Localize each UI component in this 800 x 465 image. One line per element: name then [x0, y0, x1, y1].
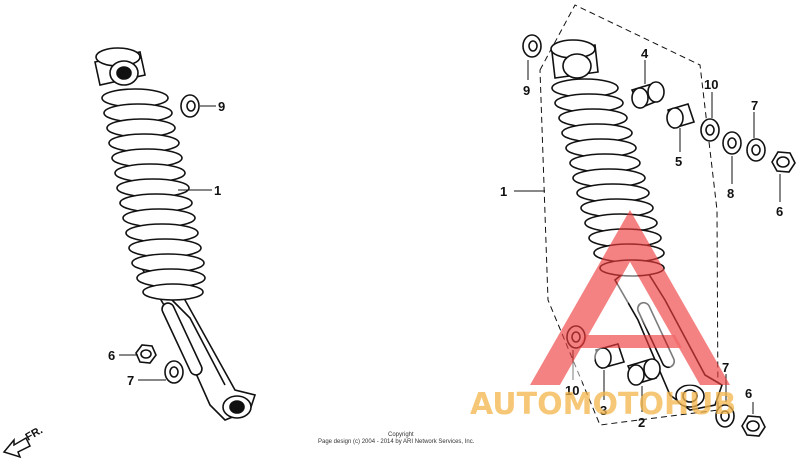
callout-left-washer-7: 7 — [127, 373, 134, 388]
right-nut-6-top[interactable] — [771, 151, 796, 173]
front-direction-label: FR. — [24, 424, 45, 443]
right-bushing-2[interactable] — [626, 358, 661, 386]
watermark-text: AUTOMOTOHUB — [470, 387, 736, 422]
callout-right-washer-10-top: 10 — [704, 77, 718, 92]
left-nut-6[interactable] — [135, 344, 157, 364]
copyright-line-1: Copyright — [388, 432, 414, 438]
left-shock-absorber[interactable] — [94, 47, 257, 421]
right-collar-5[interactable] — [666, 103, 696, 129]
right-washer-7-bottom[interactable] — [715, 404, 735, 428]
copyright-line-2: Page design (c) 2004 - 2014 by ARI Netwo… — [318, 439, 475, 445]
right-washer-7-top[interactable] — [746, 138, 766, 162]
callout-right-collar-3: 3 — [600, 403, 607, 418]
left-washer-9[interactable] — [180, 94, 200, 118]
callout-left-nut-6: 6 — [108, 348, 115, 363]
callout-right-collar-5: 5 — [675, 154, 682, 169]
callout-right-nut-6-top: 6 — [776, 204, 783, 219]
callout-right-washer-7-bottom: 7 — [722, 360, 729, 375]
right-bushing-4[interactable] — [630, 81, 665, 110]
right-washer-9[interactable] — [522, 34, 542, 58]
callout-left-washer-9: 9 — [218, 99, 225, 114]
callout-right-washer-10-bottom: 10 — [565, 383, 579, 398]
callout-right-nut-6-bottom: 6 — [745, 386, 752, 401]
callout-right-bushing-2: 2 — [638, 415, 645, 430]
front-direction-arrow-icon — [2, 436, 32, 459]
right-nut-6-bottom[interactable] — [741, 415, 766, 437]
right-washer-8[interactable] — [722, 131, 742, 155]
callout-right-bushing-4: 4 — [641, 46, 649, 61]
callout-right-washer-7-top: 7 — [751, 98, 758, 113]
callout-right-shock: 1 — [500, 184, 507, 199]
left-leader-lines — [119, 105, 216, 381]
right-washer-10-top[interactable] — [700, 118, 720, 142]
assembly-outline — [539, 4, 719, 426]
callout-left-shock: 1 — [214, 183, 221, 198]
callout-right-washer-8: 8 — [727, 186, 734, 201]
left-washer-7[interactable] — [164, 360, 184, 384]
callout-right-washer-9: 9 — [523, 83, 530, 98]
automotohub-watermark-logo: AUTOMOTOHUB — [470, 210, 736, 422]
